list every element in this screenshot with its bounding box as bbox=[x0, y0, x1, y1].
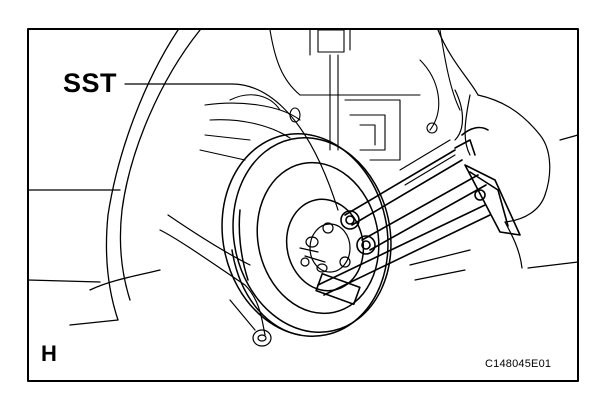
strut-assembly bbox=[437, 29, 579, 269]
view-letter-label: H bbox=[41, 341, 57, 366]
special-service-tool bbox=[315, 126, 521, 306]
brake-disc-rotor bbox=[221, 133, 392, 337]
lower-control-arm bbox=[159, 214, 471, 347]
figure-frame bbox=[27, 28, 579, 382]
wheel-arch-fender bbox=[27, 29, 201, 326]
sst-leader-line bbox=[124, 83, 339, 211]
wheel-hub-studs bbox=[299, 222, 351, 273]
figure-code-label: C148045E01 bbox=[485, 358, 552, 370]
sst-callout-label: SST bbox=[63, 68, 118, 98]
suspension-body-structure bbox=[199, 29, 461, 186]
